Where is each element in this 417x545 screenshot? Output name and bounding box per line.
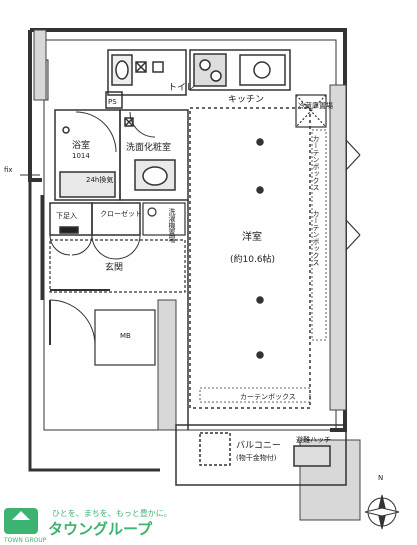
brand-mark-text: TOWN GROUP [3,537,47,544]
closet-label: クローゼット [100,209,142,218]
balcony-label: バルコニー [236,440,281,451]
curtain-box-label-3: カーテンボックス [240,393,296,401]
western-room [187,107,311,430]
vent-hood-label: 避難ハッチ [296,435,331,444]
kitchen-label: キッチン [228,94,264,105]
fridge-space [295,94,327,128]
washroom [119,109,189,201]
curtain-box-label-2: カーテンボックス [312,210,320,266]
entrance [49,239,186,346]
western-room-label: 洋室 [242,230,262,243]
curtain-box-bottom [199,387,311,403]
bathroom-label: 浴室 [72,139,90,151]
ps-label: PS [108,98,117,106]
fridge-label: 冷蔵庫置場 [298,101,333,110]
curtain-box-label-1: カーテンボックス [312,135,320,191]
entrance-label: 玄関 [105,261,123,273]
mb-label: MB [120,332,131,340]
brand-name: タウングループ [48,520,153,538]
brand-mark [4,508,38,534]
toilet-room [107,49,187,96]
compass-icon [364,494,400,530]
closets [49,202,141,260]
ps-shaft [105,91,123,109]
washroom-label: 洗面化粧室 [126,141,171,153]
compass-north: N [378,474,383,482]
balcony [175,424,347,486]
right-windows [345,139,361,251]
brand-tagline: ひとを、まちを、もっと豊かに。 [52,508,172,518]
washer-space [142,202,186,236]
washer-label: 洗濯機置場 [168,207,176,244]
fix-window-label: fix [4,166,13,174]
shoe-closet-label: 下足入 [56,212,77,220]
kitchen [189,49,291,91]
bathroom-size: 1014 [72,152,90,160]
tub-vent-label: 24h換気 [86,175,113,184]
toilet-label: トイレ [168,83,195,93]
western-room-size: (約10.6帖) [230,253,275,265]
mb-box [94,309,156,366]
balcony-note: (物干金物付) [236,453,277,462]
